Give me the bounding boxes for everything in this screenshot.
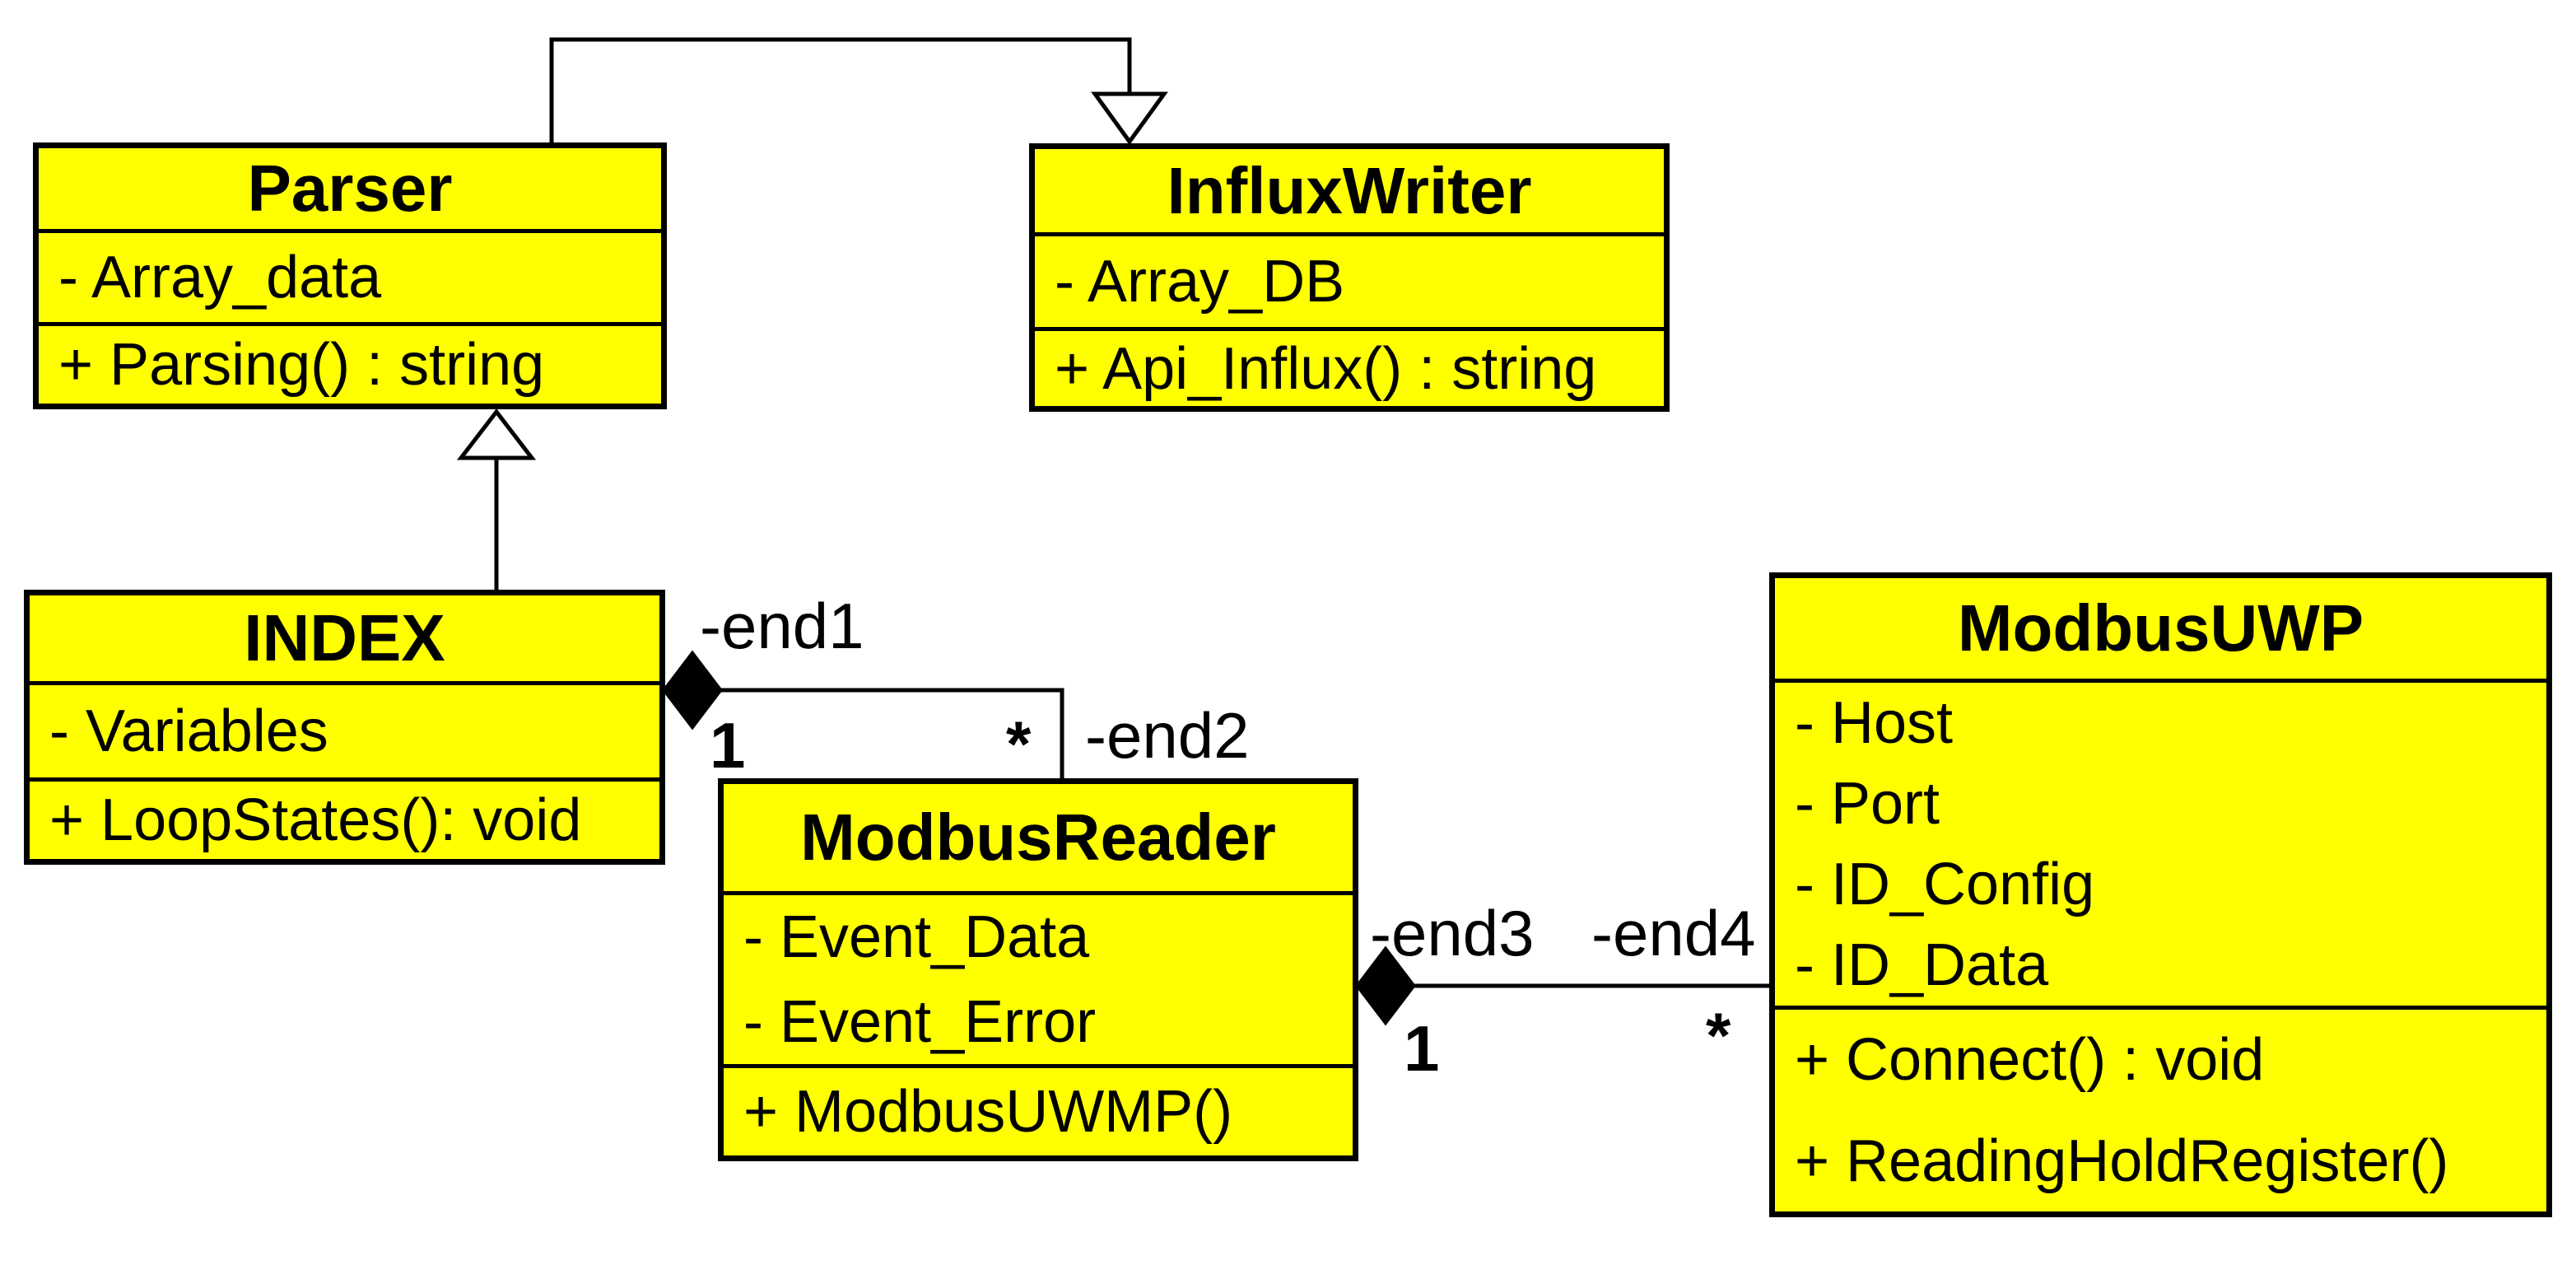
methods-section: + Api_Influx() : string: [1035, 327, 1664, 406]
class-title: ModbusUWP: [1957, 591, 2364, 665]
attributes-section: - Variables: [30, 681, 659, 777]
composition-diamond-icon: [1355, 945, 1416, 1026]
methods-section: + Parsing() : string: [39, 322, 661, 404]
multiplicity-label: *: [1706, 999, 1731, 1071]
class-attribute: - Event_Data: [743, 904, 1090, 971]
generalization-edge-parser-to-influxwriter: [549, 37, 1132, 142]
class-box-parser: Parser - Array_data + Parsing() : string: [33, 142, 667, 409]
class-attribute: - Array_data: [58, 245, 382, 310]
class-title: InfluxWriter: [1167, 153, 1532, 227]
class-attribute: - ID_Data: [1795, 932, 2049, 998]
class-attribute: - Port: [1795, 771, 1940, 837]
edge-label-end2: -end2: [1085, 699, 1250, 772]
class-method: + ModbusUWMP(): [743, 1079, 1233, 1145]
class-box-modbusuwp: ModbusUWP - Host - Port - ID_Config - ID…: [1769, 572, 2552, 1217]
generalization-arrow-icon: [456, 408, 537, 460]
class-method: + ReadingHoldRegister(): [1795, 1127, 2449, 1194]
class-box-modbusreader: ModbusReader - Event_Data - Event_Error …: [718, 778, 1358, 1161]
methods-section: + Connect() : void + ReadingHoldRegister…: [1775, 1006, 2546, 1211]
multiplicity-label: 1: [1404, 1012, 1440, 1085]
class-attribute: - Event_Error: [743, 988, 1097, 1055]
edge-label-end3: -end3: [1370, 897, 1535, 969]
edge-label-end4: -end4: [1591, 897, 1756, 969]
class-title: Parser: [247, 152, 453, 225]
multiplicity-label: 1: [710, 709, 746, 782]
class-method: + LoopStates(): void: [49, 787, 582, 853]
class-method: + Parsing() : string: [58, 332, 545, 398]
class-attribute: - Host: [1795, 690, 1954, 756]
composition-edge-index-modbusreader: [720, 688, 1064, 778]
generalization-arrow-icon: [1091, 91, 1168, 146]
methods-section: + LoopStates(): void: [30, 777, 659, 859]
class-box-index: INDEX - Variables + LoopStates(): void: [24, 590, 665, 865]
class-method: + Connect() : void: [1795, 1027, 2265, 1094]
class-attribute: - ID_Config: [1795, 852, 2095, 917]
class-attribute: - Array_DB: [1055, 249, 1345, 315]
edge-label-end1: -end1: [700, 590, 864, 662]
class-box-influxwriter: InfluxWriter - Array_DB + Api_Influx() :…: [1029, 143, 1670, 412]
attributes-section: - Event_Data - Event_Error: [724, 891, 1353, 1064]
methods-section: + ModbusUWMP(): [724, 1064, 1353, 1155]
composition-diamond-icon: [662, 650, 723, 731]
class-method: + Api_Influx() : string: [1055, 335, 1597, 402]
class-attribute: - Variables: [49, 698, 328, 764]
class-title: INDEX: [244, 601, 445, 675]
class-title: ModbusReader: [800, 801, 1276, 874]
attributes-section: - Array_data: [39, 229, 661, 322]
multiplicity-label: *: [1006, 707, 1032, 780]
attributes-section: - Array_DB: [1035, 232, 1664, 327]
attributes-section: - Host - Port - ID_Config - ID_Data: [1775, 679, 2546, 1006]
